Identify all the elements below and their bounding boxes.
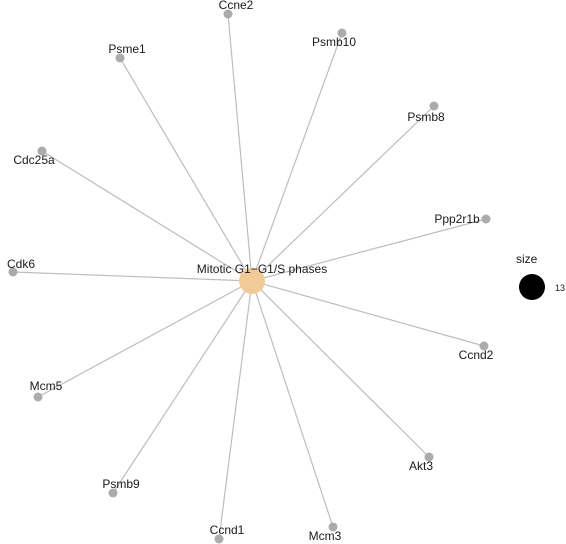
node-label-psme1: Psme1 (108, 42, 146, 56)
node-psmb8 (429, 101, 439, 111)
node-psmb10 (337, 28, 347, 38)
node-label-ccnd2: Ccnd2 (459, 348, 494, 362)
node-akt3 (424, 452, 434, 462)
node-label-mcm5: Mcm5 (30, 379, 63, 393)
node-label-psmb10: Psmb10 (312, 35, 356, 49)
node-cdc25a (37, 146, 47, 156)
nodes-layer (8, 9, 491, 544)
edge-ccnd2 (251, 280, 485, 347)
edge-psme1 (119, 57, 253, 282)
edge-psmb8 (251, 105, 435, 282)
size-legend: size 13 (516, 252, 565, 300)
node-label-ccne2: Ccne2 (219, 0, 254, 12)
node-cdk6 (8, 267, 18, 277)
node-label-cdc25a: Cdc25a (13, 153, 55, 167)
edge-psmb10 (251, 32, 343, 282)
node-mcm3 (328, 522, 338, 532)
edges-layer (12, 13, 487, 540)
node-psmb9 (108, 488, 118, 498)
edge-akt3 (251, 280, 430, 458)
labels-layer: Ccne2Psmb10Psme1Psmb8Cdc25aPpp2r1bCdk6Cc… (7, 0, 494, 543)
edge-ccne2 (227, 13, 253, 282)
node-label-mcm3: Mcm3 (309, 529, 342, 543)
edge-ppp2r1b (251, 218, 487, 282)
node-label-ppp2r1b: Ppp2r1b (434, 212, 480, 226)
node-mcm5 (33, 392, 43, 402)
node-label-ccnd1: Ccnd1 (210, 523, 245, 537)
node-psme1 (115, 53, 125, 63)
legend-title: size (516, 252, 538, 266)
edge-ccnd1 (218, 280, 253, 540)
node-ppp2r1b (481, 214, 491, 224)
edge-mcm3 (251, 280, 334, 528)
legend-size-value: 13 (555, 283, 565, 293)
node-label-psmb9: Psmb9 (102, 477, 140, 491)
node-center-pathway (239, 268, 265, 294)
node-label-center-pathway: Mitotic G1−G1/S phases (197, 262, 327, 276)
node-label-akt3: Akt3 (409, 459, 433, 473)
node-label-psmb8: Psmb8 (407, 110, 445, 124)
node-label-cdk6: Cdk6 (7, 257, 35, 271)
edge-psmb9 (112, 280, 253, 494)
legend-size-swatch (519, 274, 545, 300)
edge-mcm5 (37, 280, 253, 398)
node-ccnd2 (479, 341, 489, 351)
edge-cdk6 (12, 271, 253, 282)
node-ccne2 (223, 9, 233, 19)
edge-cdc25a (41, 150, 253, 282)
node-ccnd1 (214, 534, 224, 544)
